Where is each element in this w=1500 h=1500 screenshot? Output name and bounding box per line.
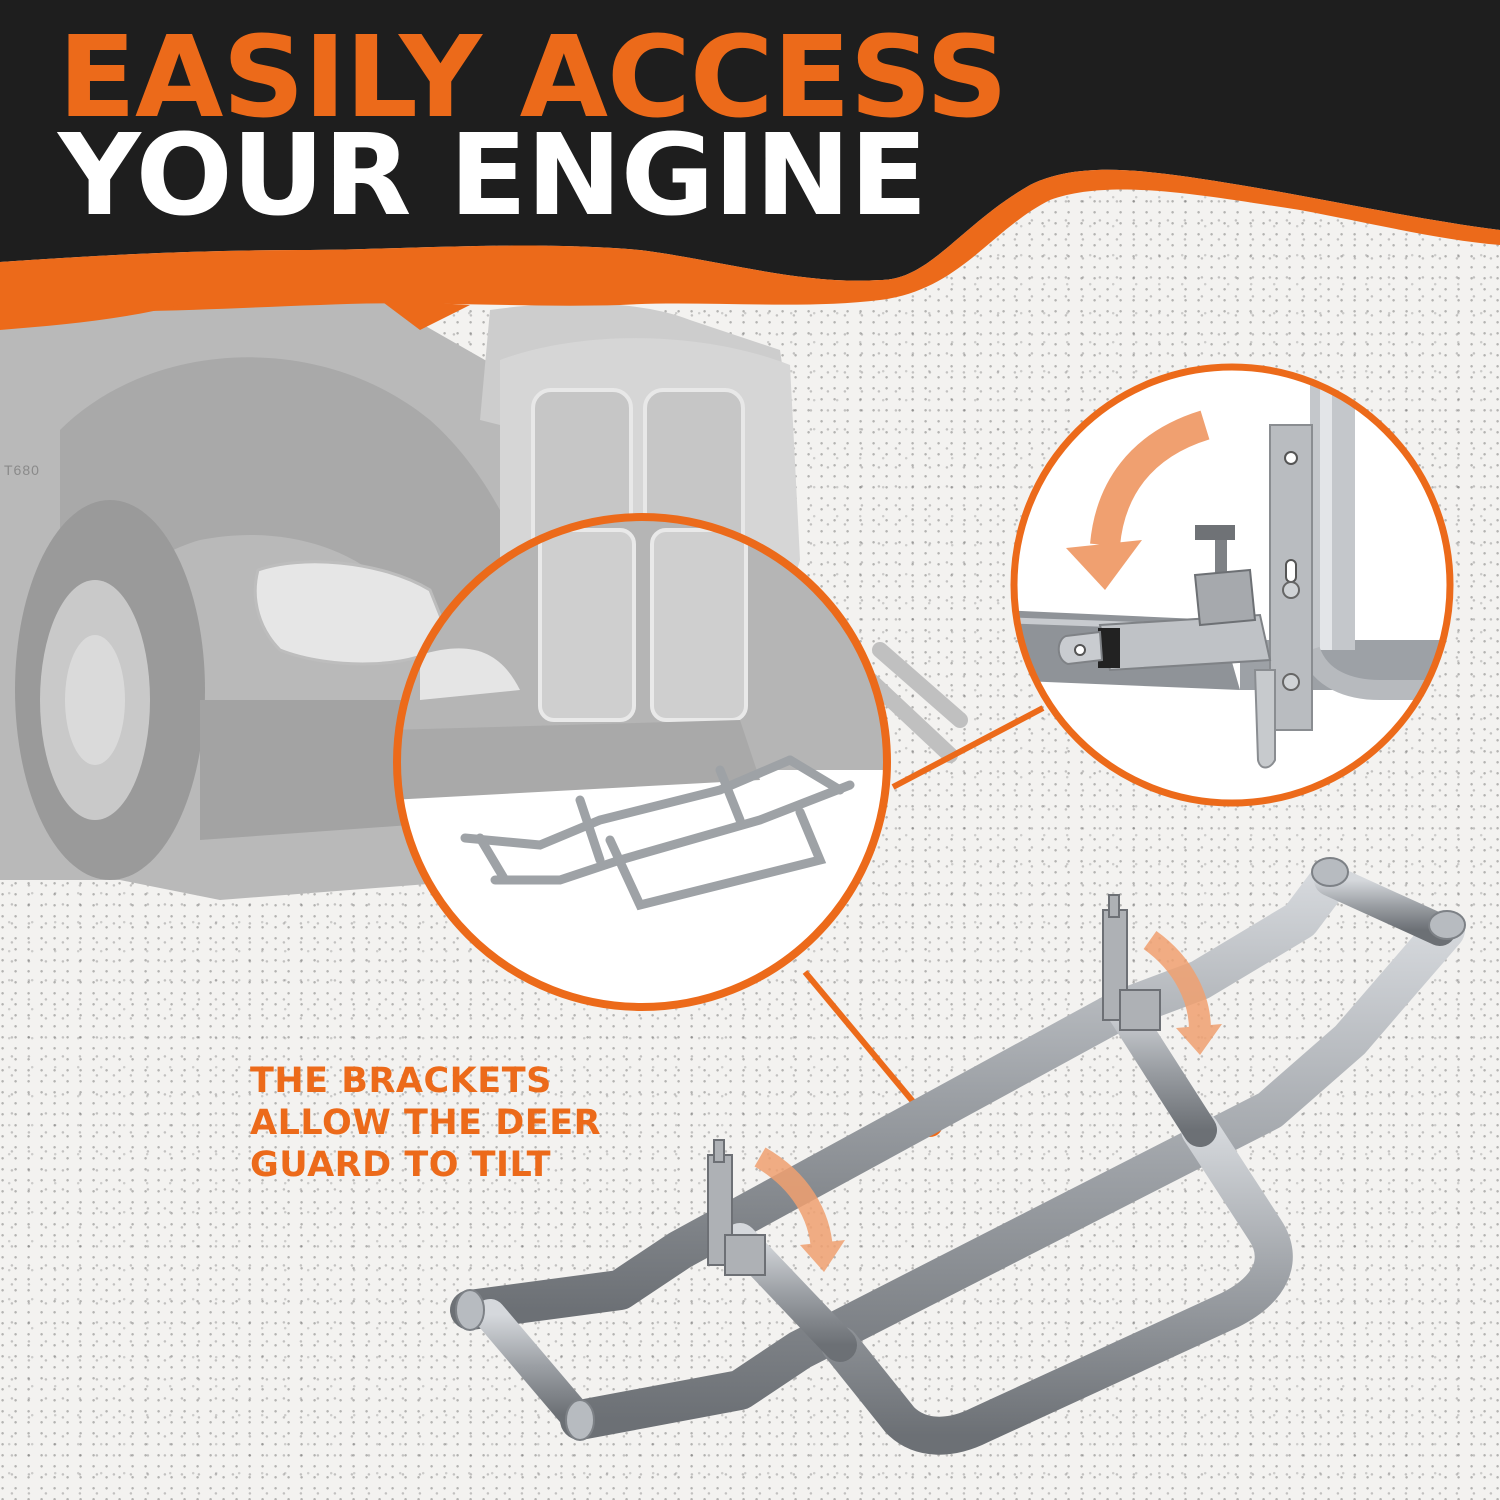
curved-arrow-down-icon [1143, 931, 1222, 1055]
headline-line-1: EASILY ACCESS [58, 13, 1008, 143]
curved-arrow-down-left-icon [1090, 410, 1210, 547]
left-bracket [707, 1139, 766, 1276]
connector-line-to-guard [802, 970, 933, 1124]
right-bracket [1102, 894, 1161, 1031]
connector-line-circles [891, 705, 1045, 790]
detail-circle-bracket [1010, 363, 1454, 807]
headline-line-2: YOUR ENGINE [58, 111, 928, 241]
curved-arrow-down-icon [754, 1147, 845, 1272]
callout-line-1: THE BRACKETS [250, 1061, 552, 1101]
callout-line-2: ALLOW THE DEER [250, 1103, 602, 1143]
callout-line-3: GUARD TO TILT [250, 1145, 551, 1185]
truck-model-badge: T680 [4, 462, 40, 478]
bracket-callout-text: THE BRACKETS ALLOW THE DEER GUARD TO TIL… [250, 1060, 601, 1186]
